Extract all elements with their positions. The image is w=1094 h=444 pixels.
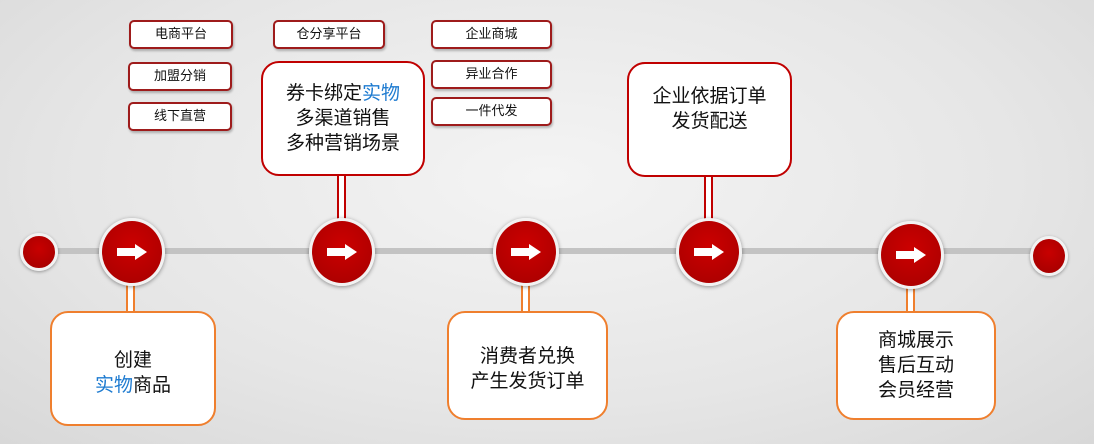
end-dot [1030, 236, 1068, 276]
start-dot [20, 233, 58, 271]
highlight-text: 实物 [362, 82, 401, 104]
tag-franchise: 加盟分销 [128, 62, 232, 91]
text: 发货配送 [671, 109, 748, 132]
step-node-4 [676, 218, 742, 286]
callout-mall: 商城展示 售后互动 会员经营 [836, 311, 996, 420]
tag-enterprise-mall: 企业商城 [431, 20, 552, 49]
text: 售后互动 [877, 354, 954, 376]
text: 商品 [133, 373, 172, 396]
arrow-right-icon [511, 244, 541, 260]
tag-cross-industry: 异业合作 [431, 60, 552, 89]
text: 多种营销场景 [285, 132, 400, 154]
tag-offline: 线下直营 [128, 102, 232, 131]
step-node-1 [99, 218, 165, 286]
arrow-right-icon [694, 244, 724, 260]
text: 券卡绑定 [285, 82, 362, 104]
arrow-right-icon [327, 244, 357, 260]
step-node-5 [878, 221, 944, 289]
callout-multichannel: 券卡绑定实物 多渠道销售 多种营销场景 [261, 61, 425, 176]
text: 商城展示 [877, 329, 954, 351]
tag-dropship: 一件代发 [431, 97, 552, 126]
text: 多渠道销售 [295, 107, 391, 129]
highlight-text: 实物 [94, 373, 133, 396]
text: 企业依据订单 [652, 84, 767, 107]
connector [337, 172, 346, 224]
text: 产生发货订单 [470, 369, 585, 392]
callout-delivery: 企业依据订单 发货配送 [627, 62, 792, 177]
tag-ecommerce: 电商平台 [129, 20, 233, 49]
callout-create-product: 创建 实物商品 [50, 311, 216, 426]
tag-warehouse-share: 仓分享平台 [273, 20, 385, 49]
text: 消费者兑换 [479, 344, 575, 367]
step-node-2 [309, 218, 375, 286]
connector [704, 173, 713, 223]
arrow-right-icon [117, 244, 147, 260]
callout-redeem: 消费者兑换 产生发货订单 [447, 311, 608, 420]
arrow-right-icon [896, 247, 926, 263]
text: 会员经营 [877, 379, 954, 401]
step-node-3 [493, 218, 559, 286]
connector [521, 280, 530, 313]
text: 创建 [113, 348, 152, 371]
connector [906, 282, 915, 313]
connector [126, 280, 135, 313]
